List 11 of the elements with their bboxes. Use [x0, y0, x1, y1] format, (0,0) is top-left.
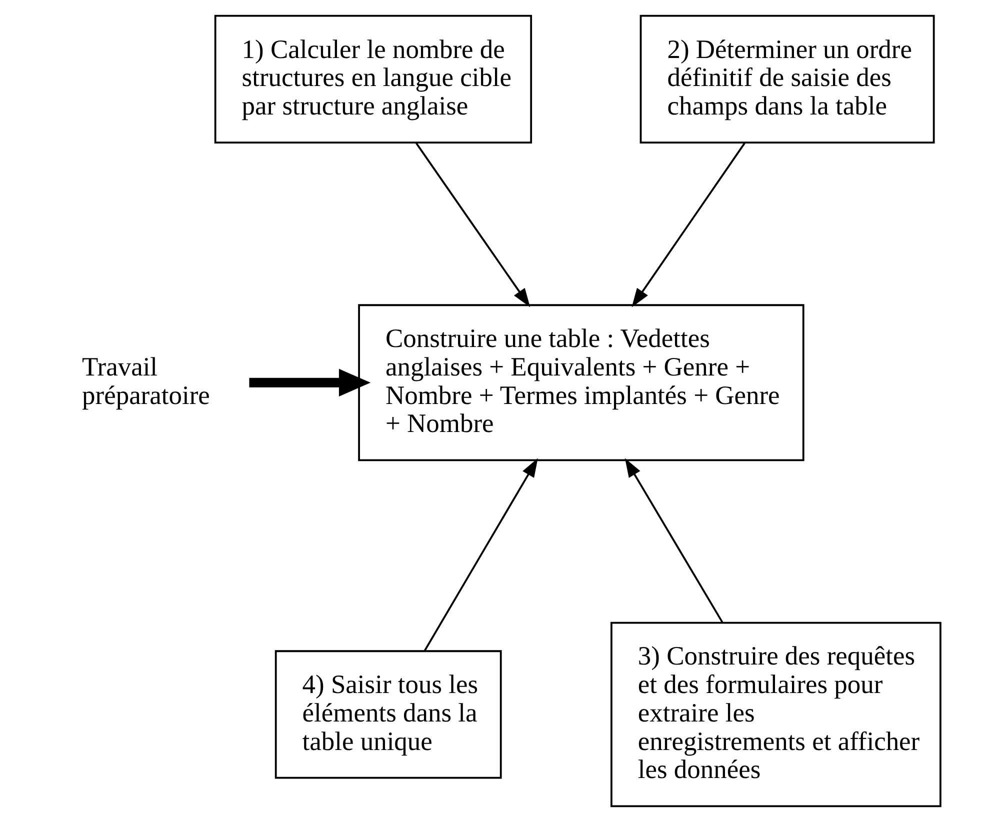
arrow: [416, 142, 530, 308]
arrow: [632, 142, 746, 308]
node-box: 2) Déterminer un ordre définitif de saisie des champs dans la table: [640, 14, 935, 144]
node-box: 4) Saisir tous les éléments dans la table unique: [274, 650, 502, 779]
arrow: [624, 458, 724, 623]
arrow: [424, 458, 538, 652]
arrow: [249, 368, 371, 396]
node-box: 1) Calculer le nombre de structures en langue cible par structure anglaise: [214, 14, 532, 144]
node-box: 3) Construire des requêtes et des formulaires pour extraire les enregistrements et afficher les données: [610, 622, 942, 808]
node-text: Travail préparatoire: [82, 351, 210, 410]
node-box: Construire une table : Vedettes anglaises + Equivalents + Genre + Nombre + Termes implantés + Genre + Nombre: [358, 304, 804, 462]
